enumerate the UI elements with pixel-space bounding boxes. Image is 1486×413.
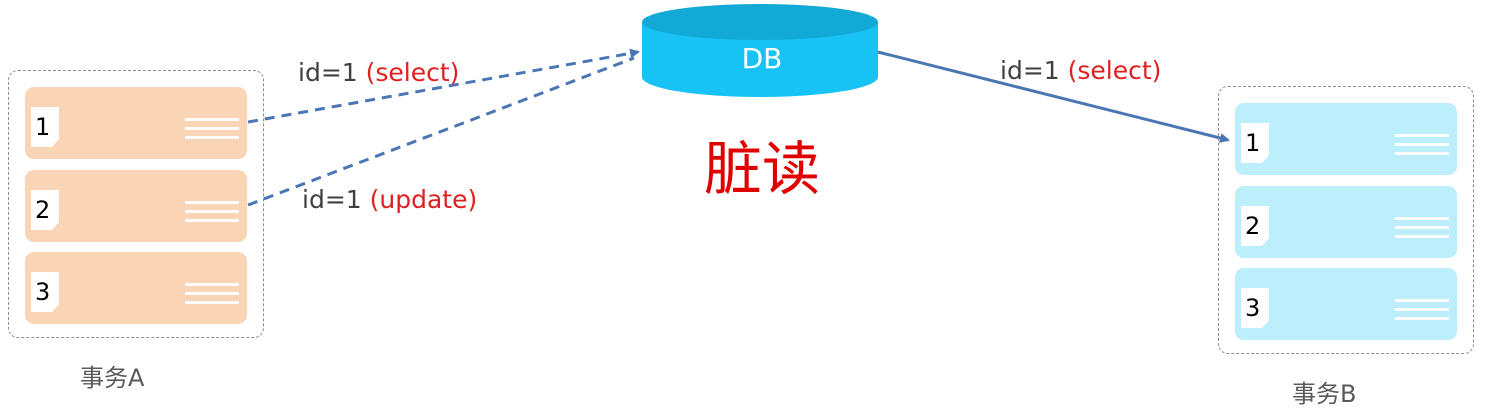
text-lines-icon bbox=[1395, 134, 1449, 162]
edge-label-prefix: id=1 bbox=[1000, 56, 1060, 85]
db-cylinder bbox=[642, 4, 878, 97]
transaction-b-label: 事务B bbox=[1292, 380, 1357, 408]
row-number: 2 bbox=[31, 190, 59, 230]
edge-label-op: (select) bbox=[1067, 56, 1162, 85]
transaction-a-label: 事务A bbox=[80, 364, 145, 392]
edge-label-prefix: id=1 bbox=[298, 58, 358, 87]
transaction-b-row-1: 1 bbox=[1235, 103, 1457, 175]
edge-label-prefix: id=1 bbox=[302, 185, 362, 214]
row-number: 1 bbox=[1241, 123, 1269, 163]
text-lines-icon bbox=[1395, 299, 1449, 327]
edge-a-row2-update bbox=[247, 56, 635, 207]
row-number: 3 bbox=[31, 272, 59, 312]
edge-db-to-b-select bbox=[877, 50, 1230, 143]
edge-label-op: (update) bbox=[369, 185, 478, 214]
edge-label-a-row1-select: id=1 (select) bbox=[298, 58, 459, 87]
transaction-b-row-3: 3 bbox=[1235, 268, 1457, 340]
row-number: 2 bbox=[1241, 206, 1269, 246]
transaction-b-row-2: 2 bbox=[1235, 186, 1457, 258]
edge-label-db-to-b-select: id=1 (select) bbox=[1000, 56, 1161, 85]
db-label: DB bbox=[741, 42, 783, 75]
text-lines-icon bbox=[185, 201, 239, 229]
text-lines-icon bbox=[185, 283, 239, 311]
transaction-a-group: 1 2 3 bbox=[8, 70, 264, 338]
edge-label-a-row2-update: id=1 (update) bbox=[302, 185, 477, 214]
transaction-a-row-1: 1 bbox=[25, 87, 247, 159]
text-lines-icon bbox=[185, 118, 239, 146]
row-number: 3 bbox=[1241, 288, 1269, 328]
edge-label-op: (select) bbox=[365, 58, 460, 87]
row-number: 1 bbox=[31, 107, 59, 147]
transaction-a-row-3: 3 bbox=[25, 252, 247, 324]
edge-a-row1-select bbox=[247, 48, 640, 124]
text-lines-icon bbox=[1395, 217, 1449, 245]
transaction-a-row-2: 2 bbox=[25, 170, 247, 242]
dirty-read-title: 脏读 bbox=[704, 135, 821, 203]
transaction-b-group: 1 2 3 bbox=[1218, 86, 1474, 354]
